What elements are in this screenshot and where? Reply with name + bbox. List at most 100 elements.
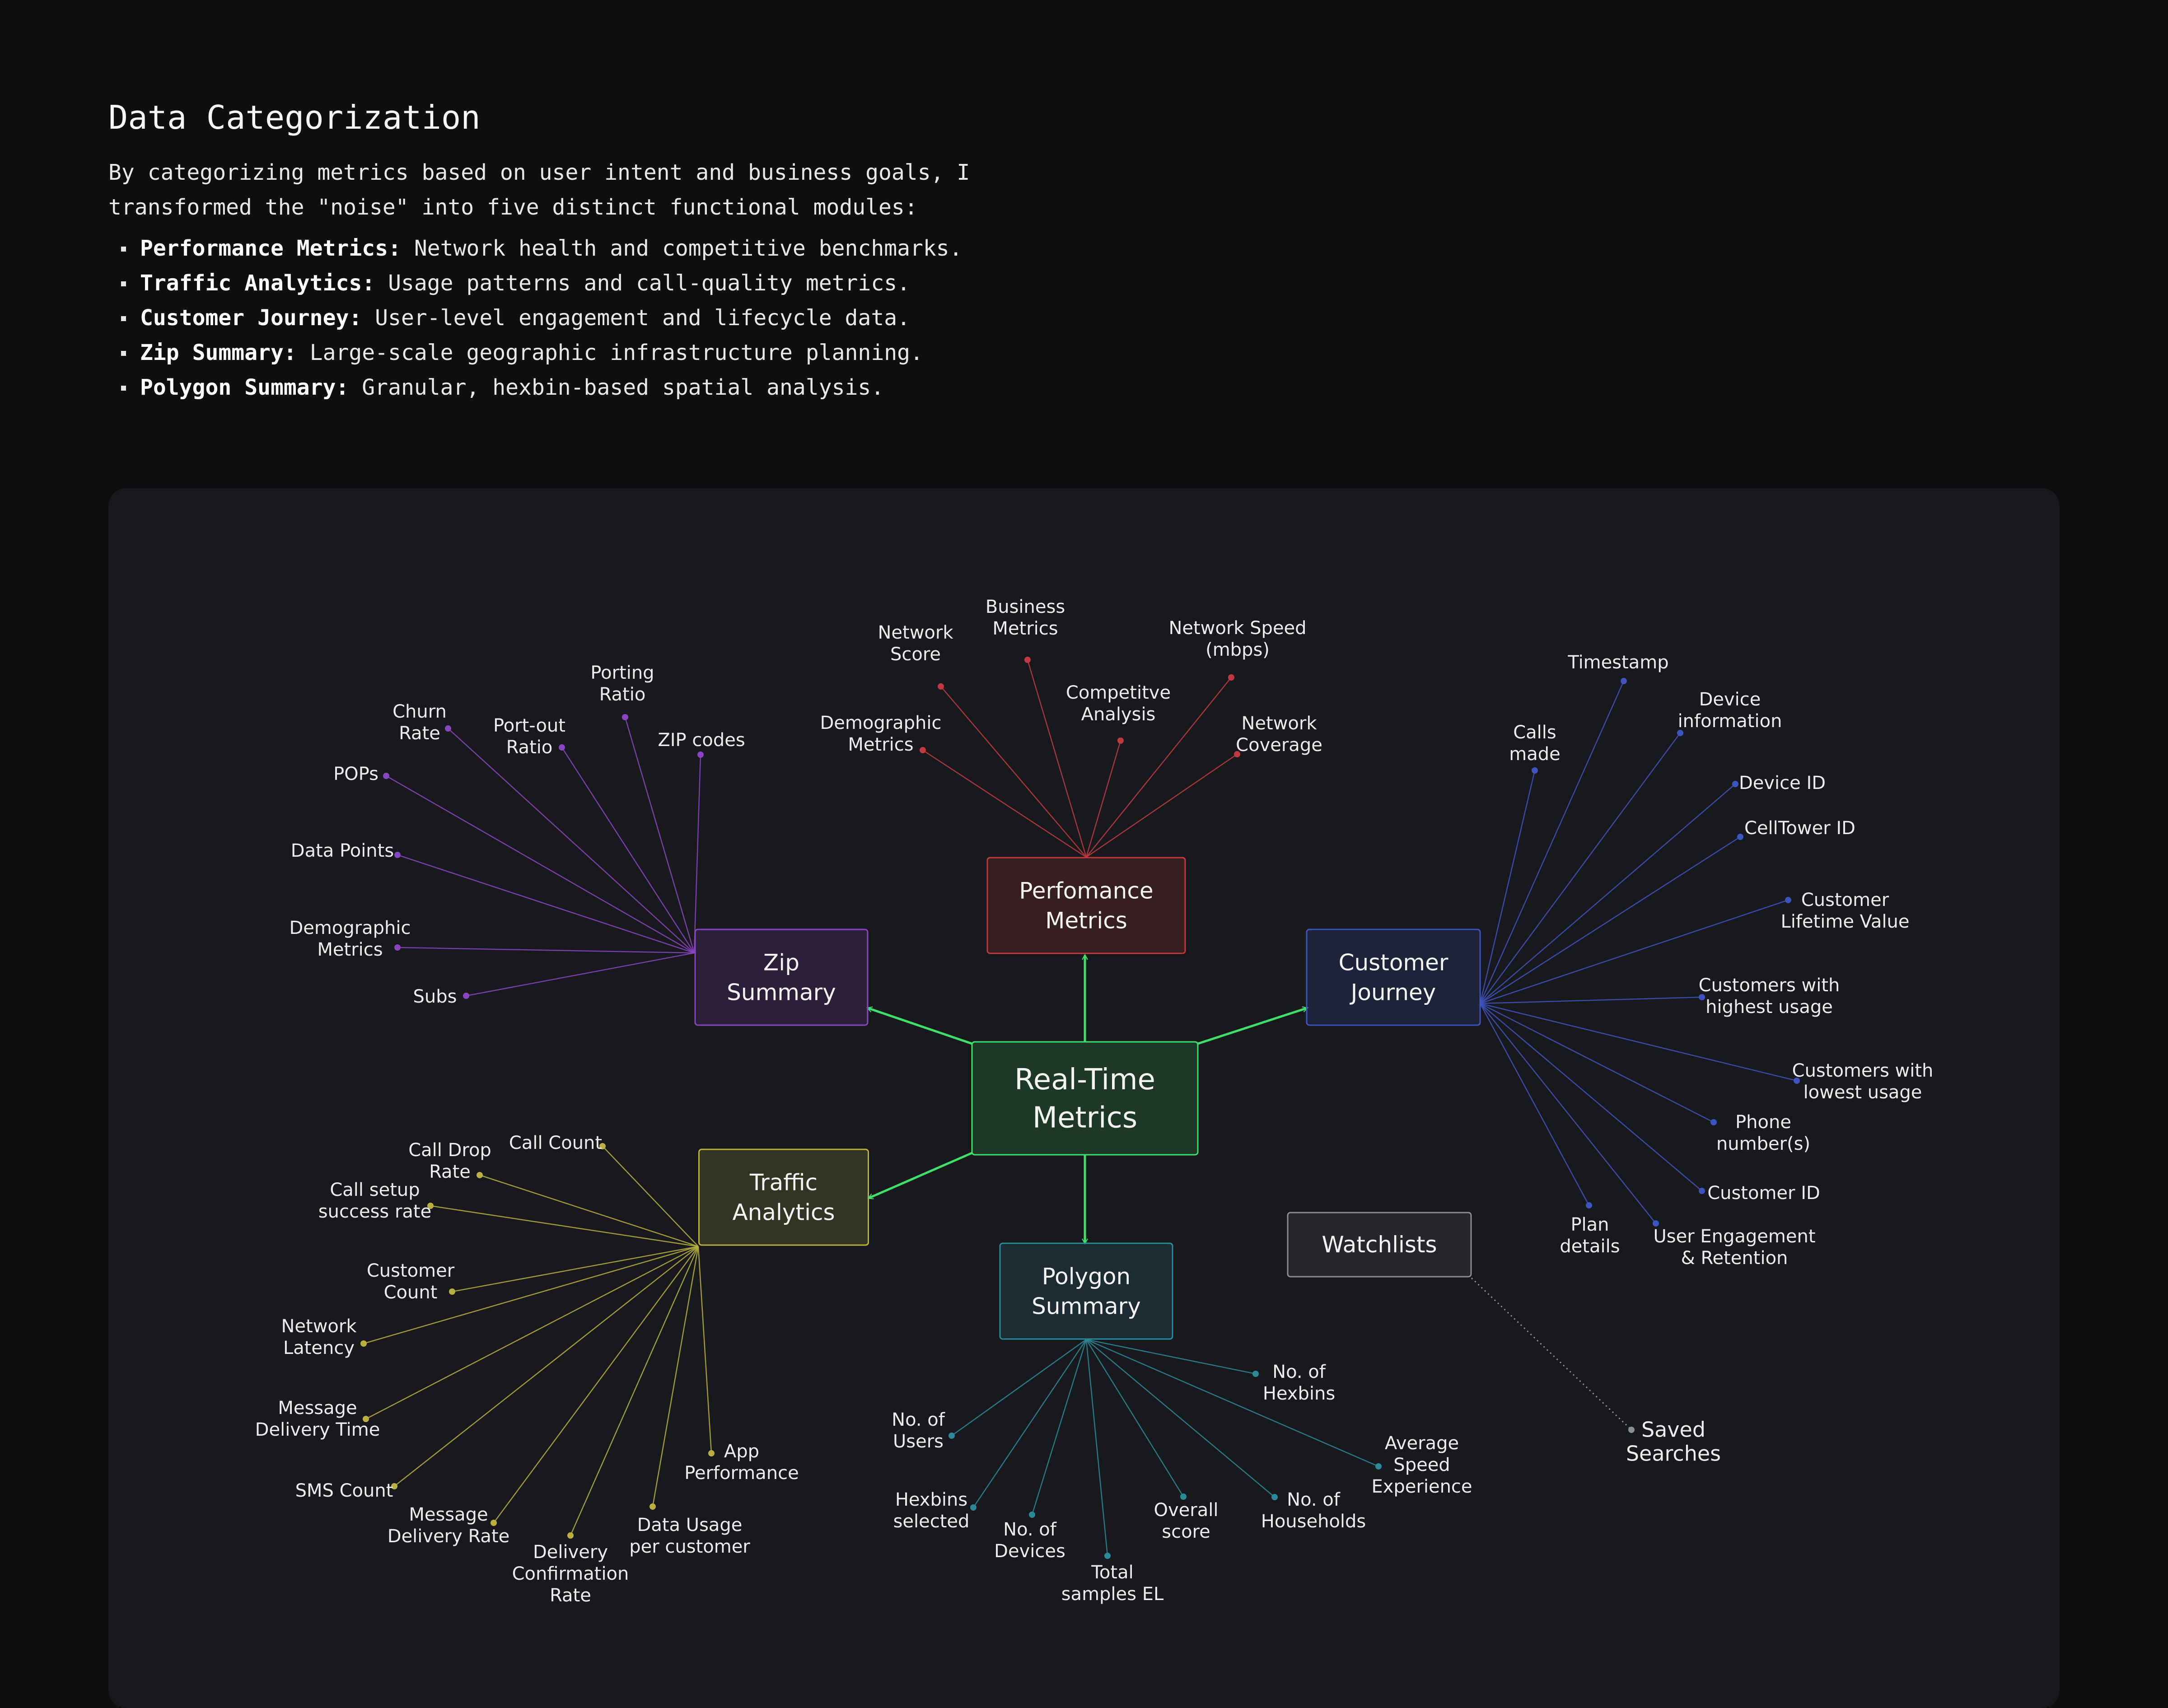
traffic-spoke xyxy=(452,1246,699,1293)
performance-leaf-label-line: Network xyxy=(1241,713,1317,734)
zip-spoke xyxy=(386,775,695,954)
traffic-leaf-label-line: Delivery xyxy=(533,1542,608,1563)
customer-spoke xyxy=(1479,733,1681,1004)
polygon-module-node-label-line: Polygon xyxy=(1042,1264,1131,1290)
zip-leaf-label-line: ZIP codes xyxy=(658,730,745,751)
customer-module-node-label-line: Customer xyxy=(1339,950,1448,976)
polygon-leaf-label-line: Total xyxy=(1091,1562,1133,1583)
polygon-module-node-label-line: Summary xyxy=(1032,1293,1141,1320)
customer-leaf-label-line: User Engagement xyxy=(1653,1226,1815,1247)
traffic-leaf-dot xyxy=(567,1532,574,1539)
saved-searches-label-line: Saved xyxy=(1641,1418,1705,1442)
customer-leaf-label-line: Timestamp xyxy=(1567,652,1668,673)
watchlists-node[interactable]: Watchlists xyxy=(1287,1212,1472,1278)
customer-leaf-label: Customer ID xyxy=(1707,1183,1820,1204)
customer-spoke xyxy=(1480,1003,1797,1082)
customer-leaf-label-line: Customer xyxy=(1801,890,1889,910)
polygon-spoke xyxy=(972,1339,1087,1508)
polygon-leaf-label-line: Devices xyxy=(994,1541,1065,1562)
zip-leaf-label-line: Ratio xyxy=(506,737,553,758)
zip-leaf-dot xyxy=(697,751,704,758)
performance-leaf-dot xyxy=(1228,674,1234,681)
performance-leaf-dot xyxy=(1234,751,1240,757)
customer-leaf-label-line: lowest usage xyxy=(1804,1082,1922,1103)
polygon-leaf-label-line: No. of xyxy=(1287,1489,1341,1510)
customer-leaf-dot xyxy=(1699,1188,1705,1194)
customer-leaf-label-line: Device xyxy=(1699,689,1761,710)
zip-leaf-label-line: Data Points xyxy=(291,840,394,861)
traffic-leaf-dot xyxy=(708,1450,715,1456)
traffic-spoke xyxy=(394,1246,699,1487)
page-title: Data Categorization xyxy=(108,98,481,136)
zip-leaf-label-line: Ratio xyxy=(599,684,646,705)
module-text: User-level engagement and lifecycle data… xyxy=(362,305,911,331)
traffic-leaf-label-line: Latency xyxy=(283,1338,355,1358)
zip-leaf-label-line: Rate xyxy=(399,723,440,744)
traffic-leaf-dot xyxy=(427,1203,434,1209)
zip-leaf-dot xyxy=(463,993,469,999)
traffic-module-node-box xyxy=(698,1148,869,1246)
traffic-leaf-dot xyxy=(360,1340,367,1347)
traffic-leaf-dot xyxy=(363,1416,369,1422)
customer-spoke xyxy=(1480,784,1736,1004)
customer-leaf-label: CellTower ID xyxy=(1744,818,1855,839)
traffic-leaf-label-line: success rate xyxy=(318,1201,431,1222)
traffic-leaf-dot xyxy=(491,1520,497,1526)
polygon-leaf-label-line: Households xyxy=(1261,1511,1366,1532)
polygon-module-node-box xyxy=(999,1242,1173,1340)
customer-leaf-label-line: CellTower ID xyxy=(1744,818,1855,839)
zip-spoke xyxy=(561,747,695,953)
module-list-item: Zip Summary: Large-scale geographic infr… xyxy=(121,336,1192,370)
zip-leaf-label-line: Metrics xyxy=(317,939,383,960)
traffic-spoke xyxy=(479,1174,699,1247)
zip-leaf-label: Data Points xyxy=(291,840,394,861)
polygon-spoke xyxy=(951,1339,1087,1437)
polygon-spoke xyxy=(1031,1339,1087,1515)
module-term: Performance Metrics: xyxy=(140,236,401,261)
traffic-leaf-label-line: Delivery Time xyxy=(255,1419,380,1440)
arrow-to-traffic xyxy=(869,1152,973,1198)
performance-leaf-label-line: Analysis xyxy=(1081,704,1156,725)
customer-leaf-label-line: details xyxy=(1560,1236,1620,1257)
performance-leaf-dot xyxy=(920,747,926,753)
performance-leaf-dot xyxy=(938,683,944,690)
polygon-leaf-dot xyxy=(1029,1512,1035,1518)
traffic-leaf-label-line: per customer xyxy=(629,1536,750,1557)
module-term: Customer Journey: xyxy=(140,305,362,331)
performance-leaf-label-line: Competitve xyxy=(1066,682,1171,703)
polygon-spoke xyxy=(1086,1339,1275,1498)
customer-spoke xyxy=(1479,1003,1590,1206)
customer-leaf-label-line: Lifetime Value xyxy=(1780,911,1909,932)
customer-leaf-label-line: information xyxy=(1678,711,1782,732)
diagram-panel xyxy=(108,488,2060,1708)
performance-leaf-label-line: Metrics xyxy=(992,618,1058,639)
traffic-leaf-dot xyxy=(649,1503,656,1510)
customer-spoke xyxy=(1479,681,1625,1004)
customer-leaf-label-line: Customers with xyxy=(1792,1060,1934,1081)
customer-leaf-label-line: Customer ID xyxy=(1707,1183,1820,1204)
performance-module-node-label-line: Perfomance xyxy=(1019,878,1153,904)
customer-leaf-dot xyxy=(1737,834,1743,840)
